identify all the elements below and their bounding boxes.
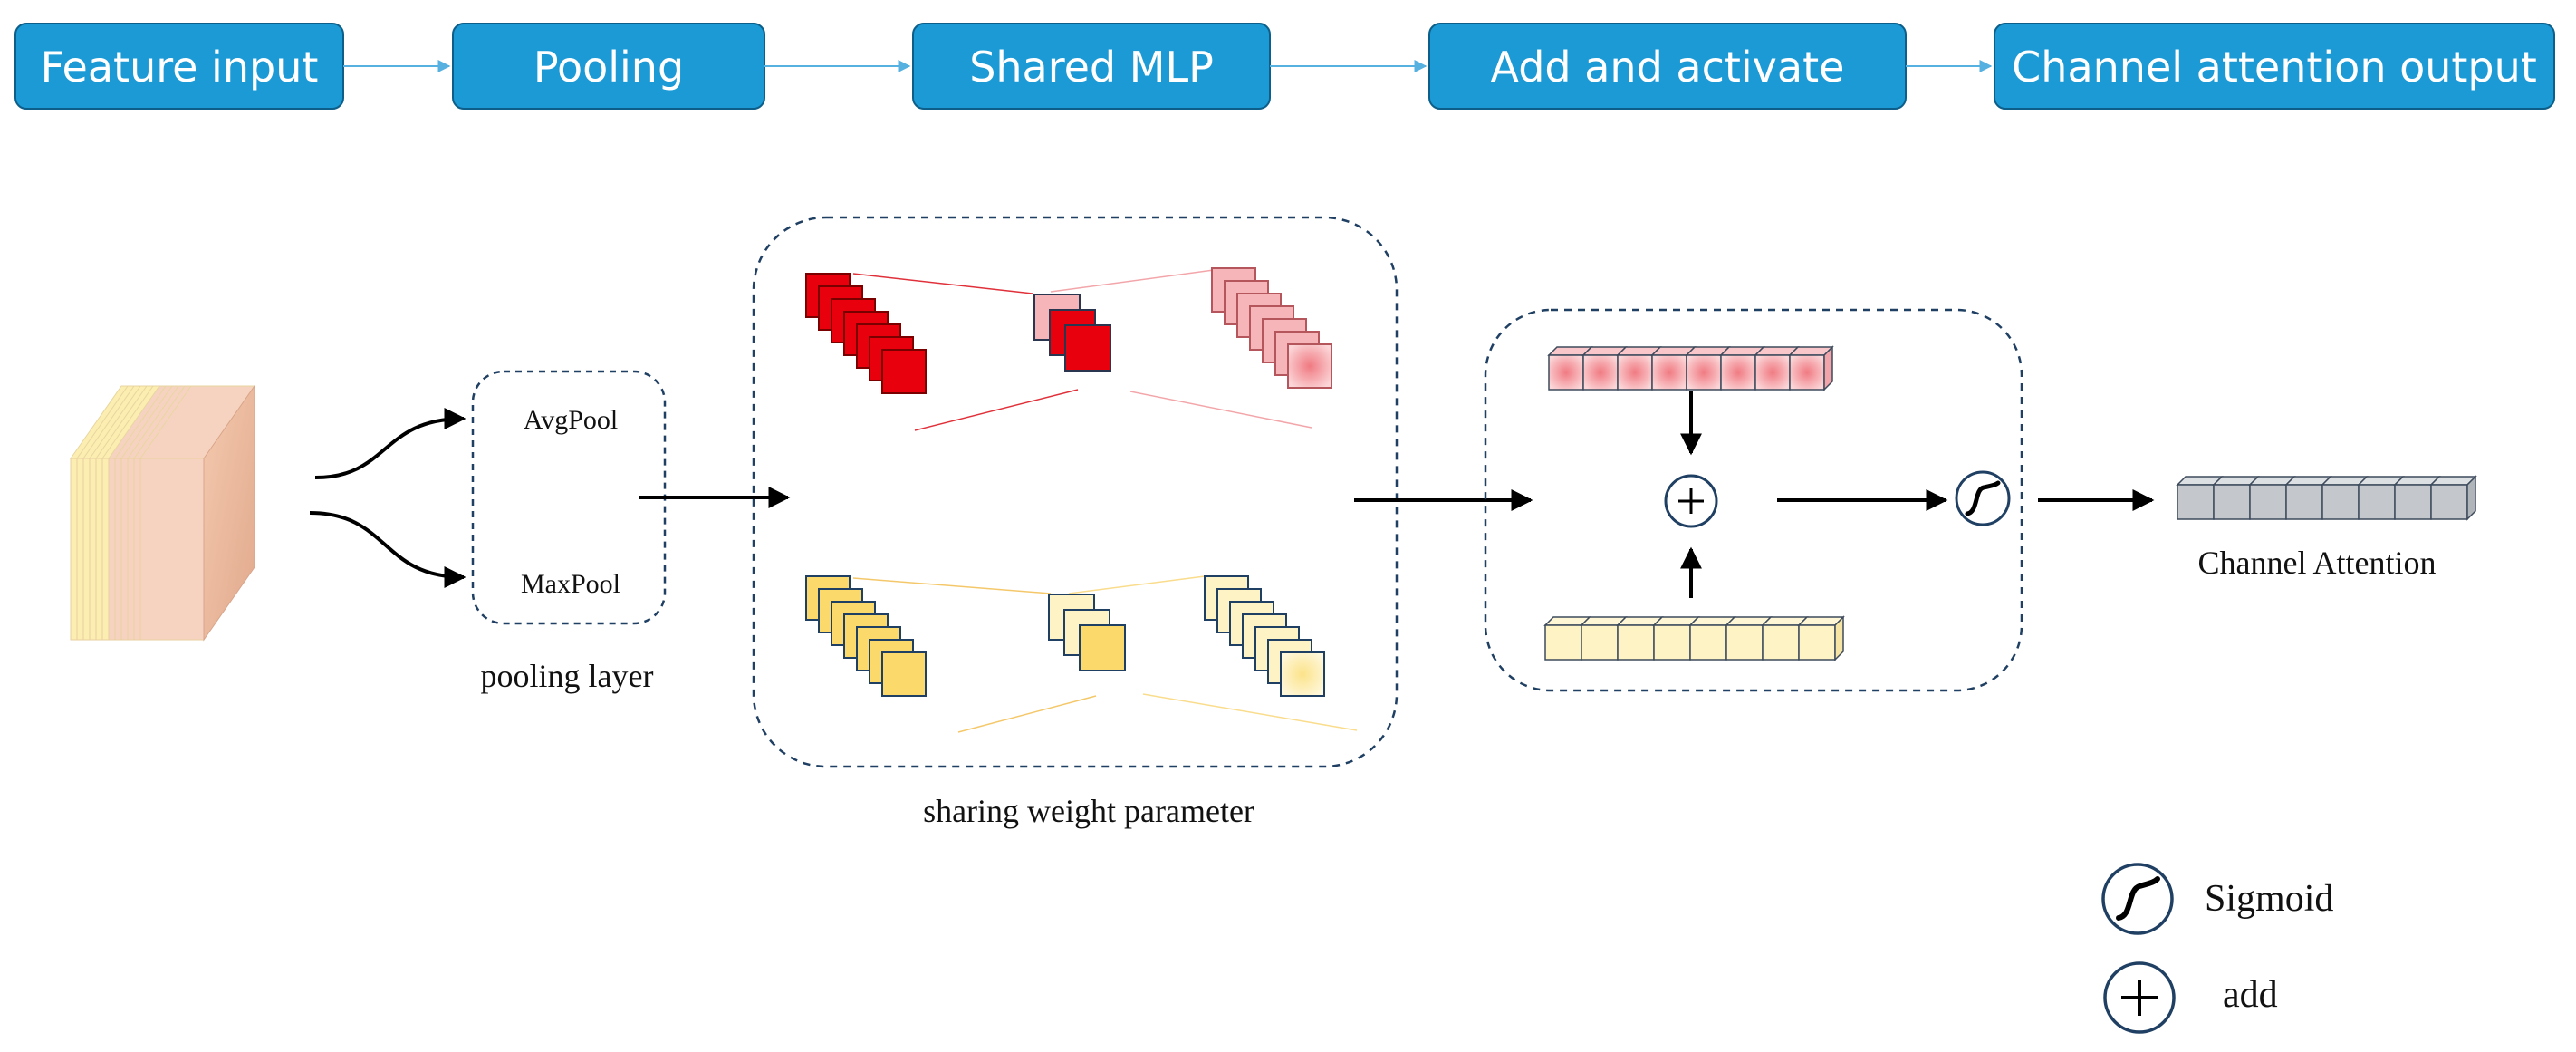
add-box — [1484, 308, 2023, 692]
avg-cell — [1651, 354, 1687, 391]
output-cell — [2358, 484, 2396, 520]
flow-step-label: Add and activate — [1491, 43, 1845, 92]
max-cell — [1653, 624, 1691, 661]
output-cell — [2213, 484, 2251, 520]
avg-cell-side — [1823, 345, 1833, 391]
avg-cell — [1617, 354, 1653, 391]
max-cell — [1689, 624, 1727, 661]
avg-channel-vector — [1547, 345, 1834, 391]
avgpool-label: AvgPool — [524, 405, 618, 435]
yellow-neuron — [1079, 624, 1126, 671]
max-cell — [1617, 624, 1655, 661]
avg-cell — [1548, 354, 1584, 391]
red-neuron — [1287, 343, 1332, 389]
output-caption: Channel Attention — [2198, 545, 2437, 581]
add-icon — [1664, 474, 1718, 528]
flow-step-label: Feature input — [41, 43, 319, 92]
shared-mlp: sharing weight parameter — [752, 216, 1399, 829]
flow-step-pooling: Pooling — [452, 23, 765, 110]
output-cell — [2249, 484, 2287, 520]
sigmoid-icon — [1955, 470, 2011, 526]
avg-cell — [1686, 354, 1722, 391]
flow-pipeline: Feature input Pooling Shared MLP Add and… — [14, 23, 2555, 110]
output-cell-side — [2466, 475, 2476, 521]
max-cell — [1544, 624, 1582, 661]
mlp-neuron-stacks — [805, 267, 1332, 697]
output-cell — [2285, 484, 2323, 520]
max-cell — [1798, 624, 1836, 661]
legend-add-label: add — [2223, 974, 2278, 1016]
mlp-box — [752, 216, 1399, 768]
output-cell — [2177, 484, 2215, 520]
mlp-connections — [852, 269, 1358, 733]
flow-step-label: Shared MLP — [969, 43, 1214, 92]
output-cell — [2430, 484, 2468, 520]
output-channel-vector — [2176, 475, 2477, 521]
arrow-to-avgpool-icon — [314, 408, 466, 479]
maxpool-label: MaxPool — [521, 569, 620, 599]
flow-step-label: Pooling — [533, 43, 684, 92]
output-cell — [2321, 484, 2360, 520]
channel-attention-output: Channel Attention — [2176, 475, 2477, 581]
pooling-layer: AvgPool MaxPool pooling layer — [471, 370, 667, 694]
avg-cell — [1789, 354, 1825, 391]
input-layer-side — [203, 384, 255, 642]
red-neuron — [881, 349, 927, 394]
legend-add-icon — [2103, 961, 2176, 1034]
legend-sigmoid-label: Sigmoid — [2205, 878, 2333, 920]
flow-step-feature-input: Feature input — [14, 23, 344, 110]
max-cell-side — [1834, 615, 1844, 661]
flow-step-add-and-activate: Add and activate — [1428, 23, 1907, 110]
output-cell — [2394, 484, 2432, 520]
input-layer — [139, 458, 205, 641]
avg-cell — [1582, 354, 1619, 391]
flow-step-shared-mlp: Shared MLP — [912, 23, 1271, 110]
avg-cell — [1754, 354, 1791, 391]
max-cell — [1581, 624, 1619, 661]
red-neuron — [1064, 324, 1111, 372]
flow-step-label: Channel attention output — [2012, 43, 2537, 92]
arrow-to-maxpool-icon — [309, 511, 466, 588]
avg-cell — [1720, 354, 1756, 391]
add-activate-module — [1484, 308, 2023, 692]
pooling-caption: pooling layer — [481, 658, 654, 694]
legend: Sigmoid add — [2101, 863, 2333, 1034]
flow-step-channel-attention-output: Channel attention output — [1994, 23, 2555, 110]
legend-sigmoid-icon — [2101, 863, 2174, 935]
max-channel-vector — [1543, 615, 1845, 661]
mlp-caption: sharing weight parameter — [923, 793, 1254, 829]
yellow-neuron — [1280, 651, 1325, 697]
yellow-neuron — [881, 651, 927, 697]
max-cell — [1762, 624, 1800, 661]
input-feature-map — [70, 384, 255, 642]
max-cell — [1725, 624, 1764, 661]
